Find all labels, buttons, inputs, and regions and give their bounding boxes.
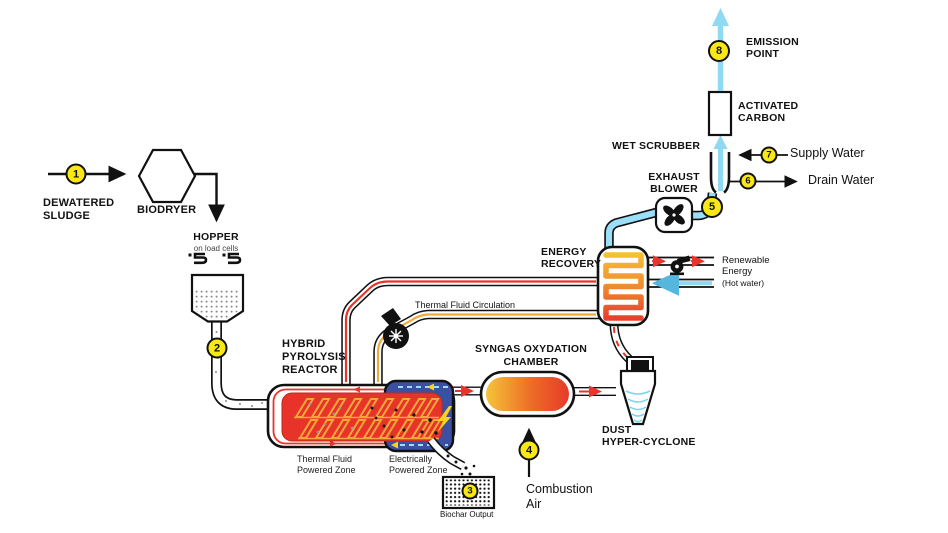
turbine-icon — [381, 308, 409, 349]
step-marker-7: 7 — [760, 146, 778, 164]
exhaust-blower-label: EXHAUST BLOWER — [648, 171, 700, 195]
lightning-bolt-icon — [437, 406, 452, 433]
renewable-note-label: (Hot water) — [722, 278, 765, 288]
biochar-particles — [308, 402, 438, 439]
dust-cyclone-label: DUST HYPER-CYCLONE — [602, 424, 696, 448]
biodryer-to-hopper-arrow — [194, 172, 225, 223]
step-marker-2: 2 — [206, 337, 228, 359]
energy-recovery-label: ENERGY RECOVERY — [541, 246, 602, 270]
cyclone-shape — [619, 356, 657, 426]
combustion-air-label: Combustion Air — [526, 482, 593, 511]
activated-carbon-shape — [707, 90, 733, 137]
load-cell-icon — [188, 252, 242, 265]
emission-point-label: EMISSION POINT — [746, 36, 799, 60]
wet-scrubber-shape — [709, 135, 731, 194]
biochar-outlet-pipe — [427, 437, 476, 476]
syngas-chamber-label: SYNGAS OXYDATION CHAMBER — [474, 343, 588, 368]
renewable-energy-pipes — [648, 255, 714, 296]
auger-row-top — [294, 398, 439, 419]
activated-carbon-label: ACTIVATED CARBON — [738, 100, 799, 124]
renewable-energy-label: Renewable Energy — [722, 255, 770, 277]
hopper-note-label: on load cells — [193, 244, 239, 253]
step-marker-3: 3 — [461, 482, 479, 500]
cyclone-to-recovery-pipe — [609, 322, 633, 363]
pyrolysis-reactor — [266, 379, 456, 453]
hopper-discharge-pipe — [211, 320, 272, 410]
energy-recovery-shape — [596, 245, 650, 327]
auger-row-bottom — [298, 419, 441, 440]
thermal-circulation-label: Thermal Fluid Circulation — [415, 300, 516, 310]
step-marker-1: 1 — [65, 163, 87, 185]
exhaust-blower-fan-icon — [654, 196, 694, 234]
step-marker-8: 8 — [708, 40, 730, 62]
wet-scrubber-label: WET SCRUBBER — [612, 140, 701, 152]
thermal-fluid-supply-pipe — [341, 276, 600, 386]
pump-icon — [670, 255, 691, 276]
electric-zone-label: Electrically Powered Zone — [389, 454, 448, 475]
flue-gas-pipe-to-blower — [604, 207, 660, 248]
supply-water-label: Supply Water — [790, 146, 865, 160]
step-marker-6: 6 — [739, 172, 757, 190]
dewatered-sludge-label: DEWATERED SLUDGE — [43, 197, 115, 222]
hopper-label: HOPPER — [193, 231, 239, 243]
biochar-output-label: Biochar Output — [440, 510, 494, 519]
reactor-label: HYBRID PYROLYSIS REACTOR — [282, 338, 346, 376]
thermal-zone-label: Thermal Fluid Powered Zone — [297, 454, 356, 475]
hopper-shape — [190, 273, 245, 323]
step-marker-4: 4 — [518, 439, 540, 461]
step-marker-5: 5 — [701, 196, 723, 218]
biodryer-label: BIODRYER — [137, 204, 197, 216]
drain-water-label: Drain Water — [808, 173, 875, 187]
syngas-chamber-shape — [479, 370, 576, 418]
biodryer-shape — [137, 148, 197, 204]
